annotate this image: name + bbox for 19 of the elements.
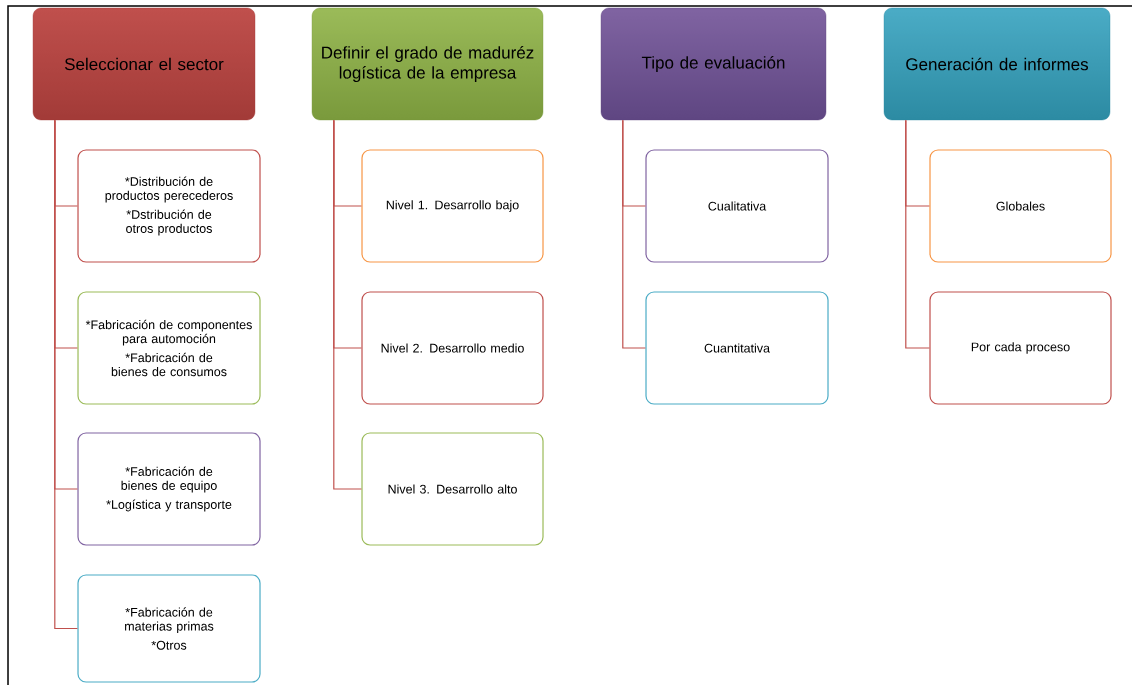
header-box: Generación de informes (883, 7, 1111, 121)
item-box: Por cada proceso (929, 291, 1112, 405)
connector-line (622, 119, 646, 349)
item-box: Globales (929, 149, 1112, 263)
item-box: *Distribución de productos perecederos *Dstribución de otros productos (77, 149, 261, 263)
item-box: Nivel 2. Desarrollo medio (361, 291, 544, 405)
connector-line (333, 119, 362, 490)
item-box: *Fabricación de materias primas *Otros (77, 574, 261, 683)
item-box: Cualitativa (645, 149, 829, 263)
item-box: Nivel 1. Desarrollo bajo (361, 149, 544, 263)
item-box: Nivel 3. Desarrollo alto (361, 432, 544, 546)
item-box: *Fabricación de componentes para automoción *Fabricación de bienes de consumos (77, 291, 261, 405)
connector-line (905, 119, 930, 349)
header-box: Definir el grado de maduréz logística de la empresa (311, 7, 544, 121)
connector-line (54, 119, 78, 630)
header-box: Tipo de evaluación (600, 7, 827, 121)
item-box: *Fabricación de bienes de equipo *Logística y transporte (77, 432, 261, 546)
item-box: Cuantitativa (645, 291, 829, 405)
header-box: Seleccionar el sector (32, 7, 256, 121)
